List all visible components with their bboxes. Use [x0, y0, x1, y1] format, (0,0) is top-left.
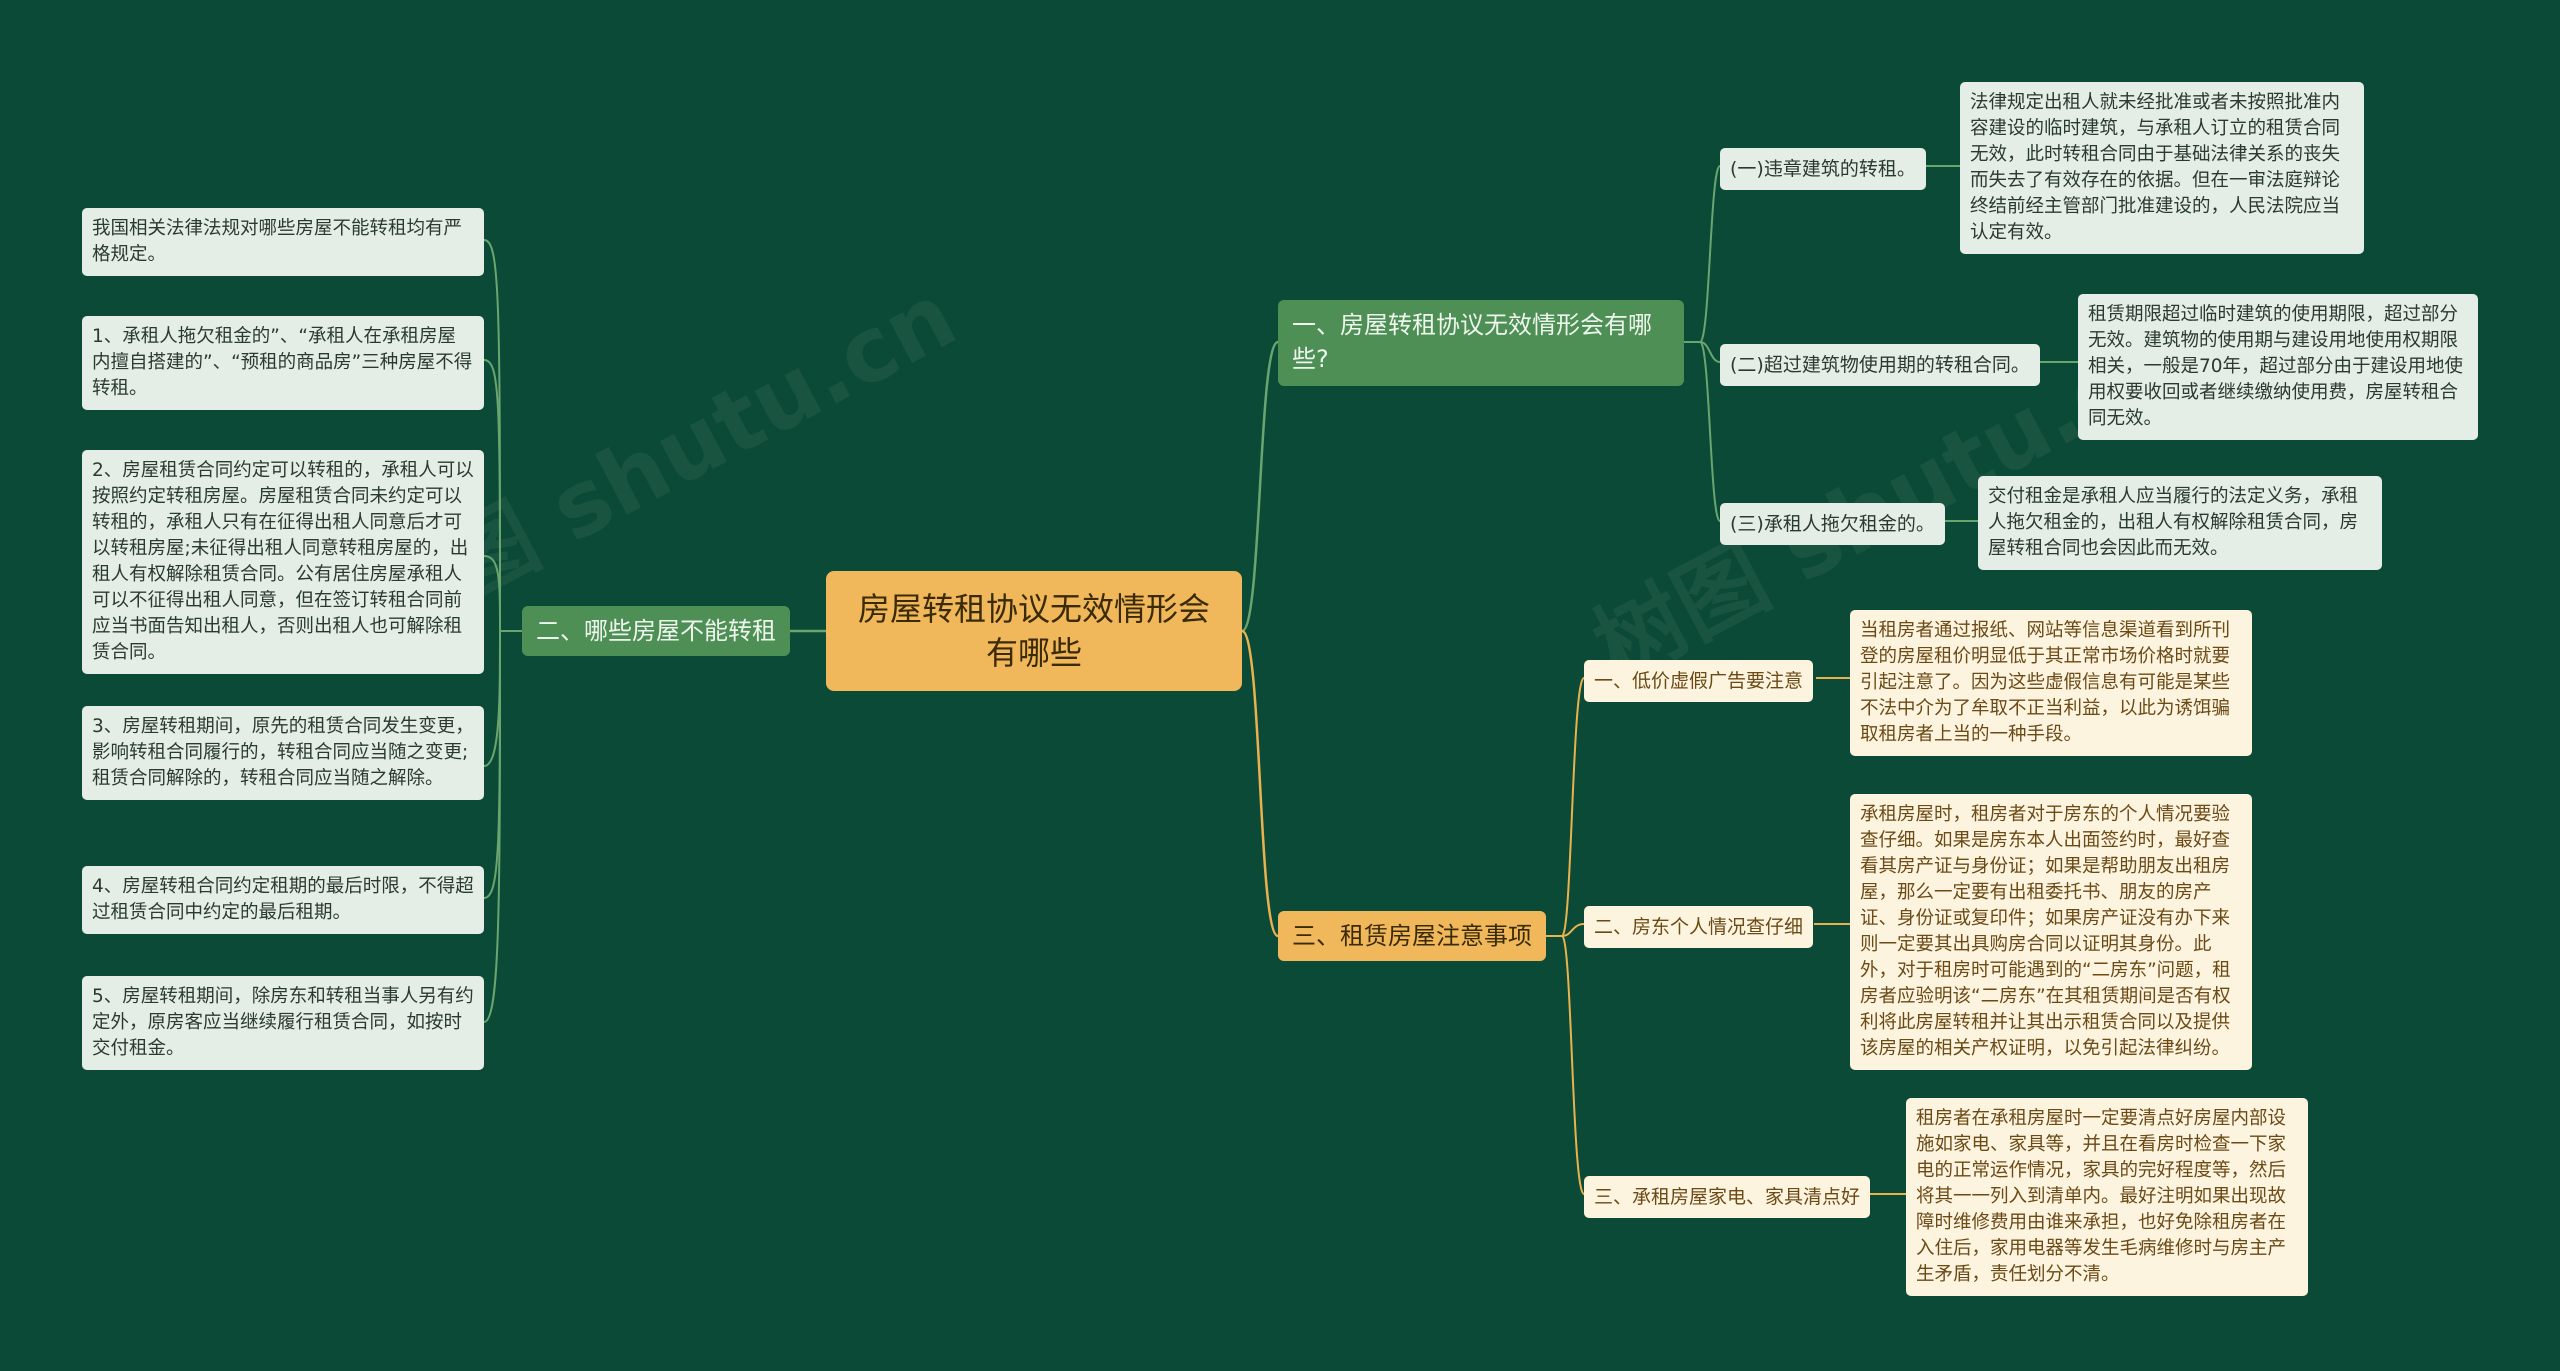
leaf-text: 3、房屋转租期间，原先的租赁合同发生变更，影响转租合同履行的，转租合同应当随之变… — [92, 716, 474, 789]
root-topic[interactable]: 房屋转租协议无效情形会有哪些 — [826, 571, 1242, 691]
leaf-rent-arrears-detail[interactable]: 交付租金是承租人应当履行的法定义务，承租人拖欠租金的，出租人有权解除租赁合同，房… — [1978, 476, 2382, 570]
branch-title: 一、房屋转租协议无效情形会有哪些? — [1292, 311, 1652, 373]
link-b2-l2 — [483, 359, 501, 632]
sub-label: 一、低价虚假广告要注意 — [1594, 670, 1804, 692]
leaf-text: 承租房屋时，租房者对于房东的个人情况要验查仔细。如果是房东本人出面签约时，最好查… — [1860, 804, 2231, 1059]
leaf-illegal-building-detail[interactable]: 法律规定出租人就未经批准或者未按照批准内容建设的临时建筑，与承租人订立的租赁合同… — [1960, 82, 2364, 254]
link-b2-l4 — [483, 630, 501, 767]
leaf-text: 交付租金是承租人应当履行的法定义务，承租人拖欠租金的，出租人有权解除租赁合同，房… — [1988, 486, 2359, 559]
branch-non-sublettable[interactable]: 二、哪些房屋不能转租 — [522, 606, 790, 656]
sub-exceeds-usage-period[interactable]: (二)超过建筑物使用期的转租合同。 — [1720, 344, 2040, 386]
leaf-rule-2[interactable]: 2、房屋租赁合同约定可以转租的，承租人可以按照约定转租房屋。房屋租赁合同未约定可… — [82, 450, 484, 674]
sub-low-price-ads[interactable]: 一、低价虚假广告要注意 — [1584, 660, 1814, 702]
sub-rent-arrears[interactable]: (三)承租人拖欠租金的。 — [1720, 503, 1945, 545]
leaf-landlord-check-detail[interactable]: 承租房屋时，租房者对于房东的个人情况要验查仔细。如果是房东本人出面签约时，最好查… — [1850, 794, 2252, 1070]
leaf-exceeds-usage-period-detail[interactable]: 租赁期限超过临时建筑的使用期限，超过部分无效。建筑物的使用期与建设用地使用权期限… — [2078, 294, 2478, 440]
link-b3-s3 — [1561, 935, 1585, 1195]
branch-title: 三、租赁房屋注意事项 — [1292, 922, 1532, 950]
sub-label: (二)超过建筑物使用期的转租合同。 — [1730, 354, 2030, 376]
leaf-rule-1[interactable]: 1、承租人拖欠租金的”、“承租人在承租房屋内擅自搭建的”、“预租的商品房”三种房… — [82, 316, 484, 410]
sub-label: 三、承租房屋家电、家具清点好 — [1594, 1186, 1861, 1208]
leaf-text: 4、房屋转租合同约定租期的最后时限，不得超过租赁合同中约定的最后租期。 — [92, 876, 474, 923]
leaf-text: 租房者在承租房屋时一定要清点好房屋内部设施如家电、家具等，并且在看房时检查一下家… — [1916, 1108, 2287, 1285]
link-b2-l6 — [483, 630, 501, 1023]
sub-landlord-check[interactable]: 二、房东个人情况查仔细 — [1584, 906, 1814, 948]
leaf-text: 当租房者通过报纸、网站等信息渠道看到所刊登的房屋租价明显低于其正常市场价格时就要… — [1860, 620, 2231, 745]
sub-label: (三)承租人拖欠租金的。 — [1730, 513, 1935, 535]
leaf-rule-5[interactable]: 5、房屋转租期间，除房东和转租当事人另有约定外，原房客应当继续履行租赁合同，如按… — [82, 976, 484, 1070]
branch-title: 二、哪些房屋不能转租 — [536, 617, 776, 645]
leaf-low-price-ads-detail[interactable]: 当租房者通过报纸、网站等信息渠道看到所刊登的房屋租价明显低于其正常市场价格时就要… — [1850, 610, 2252, 756]
branch-rental-precautions[interactable]: 三、租赁房屋注意事项 — [1278, 911, 1546, 961]
root-title: 房屋转租协议无效情形会有哪些 — [857, 590, 1210, 672]
leaf-intro[interactable]: 我国相关法律法规对哪些房屋不能转租均有严格规定。 — [82, 208, 484, 276]
leaf-text: 租赁期限超过临时建筑的使用期限，超过部分无效。建筑物的使用期与建设用地使用权期限… — [2088, 304, 2464, 429]
branch-invalid-cases[interactable]: 一、房屋转租协议无效情形会有哪些? — [1278, 300, 1684, 386]
sub-label: 二、房东个人情况查仔细 — [1594, 916, 1804, 938]
link-b1-s2 — [1699, 341, 1721, 363]
leaf-text: 我国相关法律法规对哪些房屋不能转租均有严格规定。 — [92, 218, 463, 265]
leaf-rule-4[interactable]: 4、房屋转租合同约定租期的最后时限，不得超过租赁合同中约定的最后租期。 — [82, 866, 484, 934]
leaf-text: 2、房屋租赁合同约定可以转租的，承租人可以按照约定转租房屋。房屋租赁合同未约定可… — [92, 460, 474, 663]
leaf-text: 法律规定出租人就未经批准或者未按照批准内容建设的临时建筑，与承租人订立的租赁合同… — [1970, 92, 2341, 243]
link-b1-s3 — [1699, 341, 1721, 522]
sub-label: (一)违章建筑的转租。 — [1730, 158, 1916, 180]
link-root-branch3 — [1240, 629, 1280, 938]
link-b3-s1 — [1546, 677, 1585, 937]
link-b1-s1 — [1684, 165, 1721, 343]
link-root-branch1 — [1240, 340, 1280, 633]
sub-inventory-check[interactable]: 三、承租房屋家电、家具清点好 — [1584, 1176, 1871, 1218]
leaf-text: 5、房屋转租期间，除房东和转租当事人另有约定外，原房客应当继续履行租赁合同，如按… — [92, 986, 474, 1059]
link-b3-s2 — [1561, 923, 1585, 937]
leaf-rule-3[interactable]: 3、房屋转租期间，原先的租赁合同发生变更，影响转租合同履行的，转租合同应当随之变… — [82, 706, 484, 800]
leaf-inventory-check-detail[interactable]: 租房者在承租房屋时一定要清点好房屋内部设施如家电、家具等，并且在看房时检查一下家… — [1906, 1098, 2308, 1296]
sub-illegal-building[interactable]: (一)违章建筑的转租。 — [1720, 148, 1926, 190]
leaf-text: 1、承租人拖欠租金的”、“承租人在承租房屋内擅自搭建的”、“预租的商品房”三种房… — [92, 326, 473, 399]
link-b2-l3 — [483, 555, 501, 632]
